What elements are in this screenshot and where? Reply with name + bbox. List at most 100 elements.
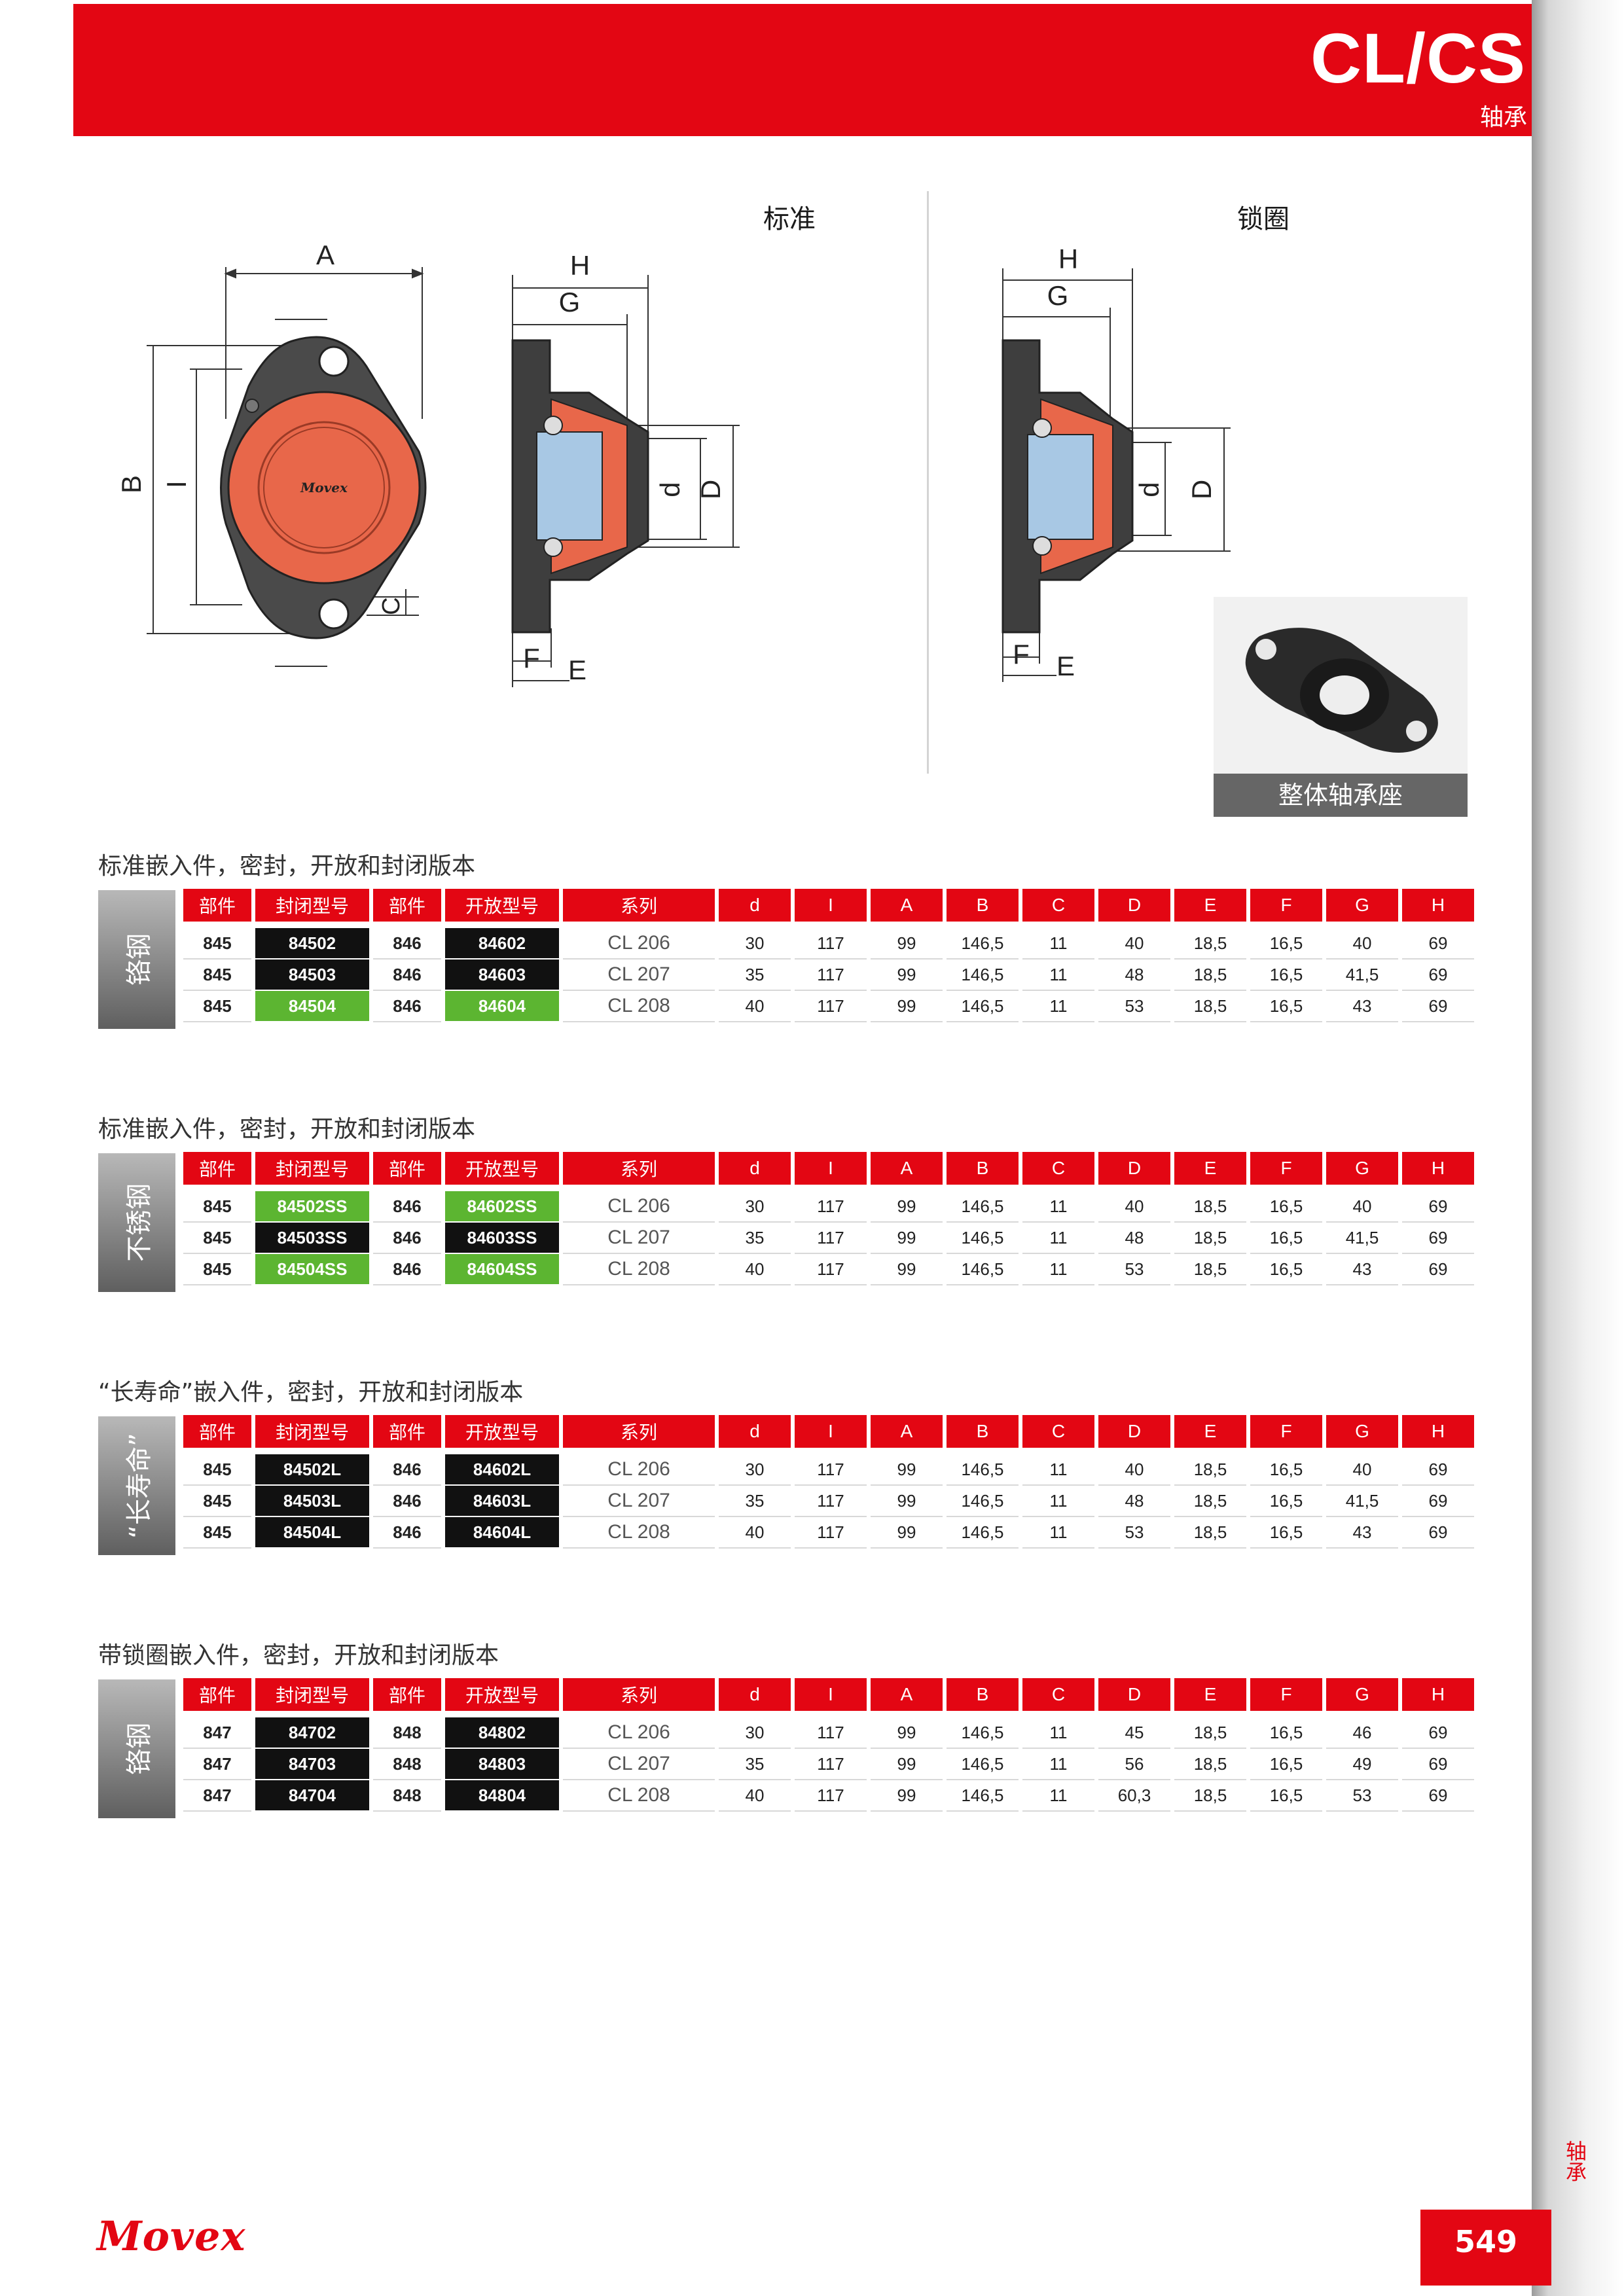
column-header: G [1326, 889, 1398, 922]
column-header: E [1174, 1152, 1246, 1185]
cell-i: 117 [795, 991, 867, 1022]
cell-part1: 847 [183, 1749, 251, 1780]
cell-d: 45 [1098, 1717, 1170, 1749]
cell-part1: 845 [183, 1191, 251, 1223]
cell-b: 146,5 [947, 1223, 1019, 1254]
material-label: 不锈钢 [124, 1183, 154, 1262]
material-label: 铬钢 [124, 1723, 154, 1775]
cell-part2: 846 [373, 1223, 441, 1254]
cell-a: 99 [871, 1223, 943, 1254]
cell-series: CL 207 [563, 1486, 715, 1517]
column-header: 部件 [373, 1152, 441, 1185]
dim-label-i: I [161, 480, 192, 488]
cell-a: 99 [871, 991, 943, 1022]
cell-b: 146,5 [947, 1749, 1019, 1780]
lock-dim-label-e: E [1056, 651, 1075, 681]
column-header: F [1250, 1152, 1322, 1185]
section-title: “长寿命”嵌入件，密封，开放和封闭版本 [98, 1379, 524, 1406]
cell-i: 117 [795, 1517, 867, 1549]
cell-g: 43 [1326, 991, 1398, 1022]
cell-h: 69 [1402, 1517, 1474, 1549]
cell-d: 40 [719, 991, 791, 1022]
cell-g: 49 [1326, 1749, 1398, 1780]
cell-part2: 846 [373, 960, 441, 991]
cell-d: 48 [1098, 1486, 1170, 1517]
page-number-box [1420, 2210, 1551, 2286]
cell-part2: 846 [373, 1517, 441, 1549]
cell-open: 84802 [445, 1717, 559, 1749]
material-tab: 铬钢 [98, 890, 175, 1029]
column-header: B [947, 889, 1019, 922]
column-header: 封闭型号 [255, 889, 369, 922]
cell-g: 41,5 [1326, 1223, 1398, 1254]
column-header: 部件 [373, 1415, 441, 1448]
cell-d: 40 [1098, 1454, 1170, 1486]
cell-g: 40 [1326, 1191, 1398, 1223]
cell-open: 84604 [445, 991, 559, 1022]
cell-e: 18,5 [1174, 1454, 1246, 1486]
cell-c: 11 [1022, 1749, 1094, 1780]
cell-d: 53 [1098, 1254, 1170, 1285]
cell-g: 41,5 [1326, 960, 1398, 991]
cell-c: 11 [1022, 960, 1094, 991]
cell-g: 41,5 [1326, 1486, 1398, 1517]
diagram-divider [927, 191, 929, 774]
cell-i: 117 [795, 1191, 867, 1223]
column-header: 开放型号 [445, 1415, 559, 1448]
cell-d: 48 [1098, 960, 1170, 991]
cell-part2: 846 [373, 991, 441, 1022]
column-header: E [1174, 1415, 1246, 1448]
lock-dim-label-g: G [1047, 280, 1069, 311]
cell-f: 16,5 [1250, 991, 1322, 1022]
page-number: 549 [1454, 2224, 1518, 2259]
cell-closed: 84504L [255, 1517, 369, 1549]
cell-d: 35 [719, 960, 791, 991]
section-title: 标准嵌入件，密封，开放和封闭版本 [98, 853, 476, 880]
cell-part2: 846 [373, 928, 441, 960]
column-header: 部件 [373, 889, 441, 922]
diagram-brand-logo: Movex [300, 480, 348, 495]
column-header: B [947, 1678, 1019, 1711]
cell-part1: 845 [183, 1454, 251, 1486]
cell-series: CL 208 [563, 1517, 715, 1549]
cell-h: 69 [1402, 1191, 1474, 1223]
cell-g: 40 [1326, 1454, 1398, 1486]
cell-f: 16,5 [1250, 928, 1322, 960]
column-header: F [1250, 889, 1322, 922]
page-title: CL/CS [1310, 18, 1526, 98]
cell-part1: 847 [183, 1717, 251, 1749]
cell-b: 146,5 [947, 1454, 1019, 1486]
column-header: D [1098, 889, 1170, 922]
cell-b: 146,5 [947, 1486, 1019, 1517]
cell-b: 146,5 [947, 1517, 1019, 1549]
dim-label-f: F [523, 643, 540, 673]
cell-e: 18,5 [1174, 1223, 1246, 1254]
column-header: d [719, 1415, 791, 1448]
cell-d: 56 [1098, 1749, 1170, 1780]
column-header: G [1326, 1678, 1398, 1711]
cell-b: 146,5 [947, 1717, 1019, 1749]
cell-d: 40 [719, 1254, 791, 1285]
cell-part1: 845 [183, 1254, 251, 1285]
cell-open: 84602L [445, 1454, 559, 1486]
cell-closed: 84503 [255, 960, 369, 991]
column-header: I [795, 1678, 867, 1711]
side-chapter-label: 轴承 [1562, 2140, 1587, 2182]
column-header: A [871, 1415, 943, 1448]
cell-series: CL 206 [563, 928, 715, 960]
column-header: 部件 [183, 1678, 251, 1711]
column-header: F [1250, 1678, 1322, 1711]
cell-i: 117 [795, 928, 867, 960]
cell-a: 99 [871, 1254, 943, 1285]
column-header: 系列 [563, 1678, 715, 1711]
dim-label-a: A [316, 240, 334, 270]
cell-series: CL 207 [563, 960, 715, 991]
cell-i: 117 [795, 1254, 867, 1285]
cell-series: CL 207 [563, 1223, 715, 1254]
